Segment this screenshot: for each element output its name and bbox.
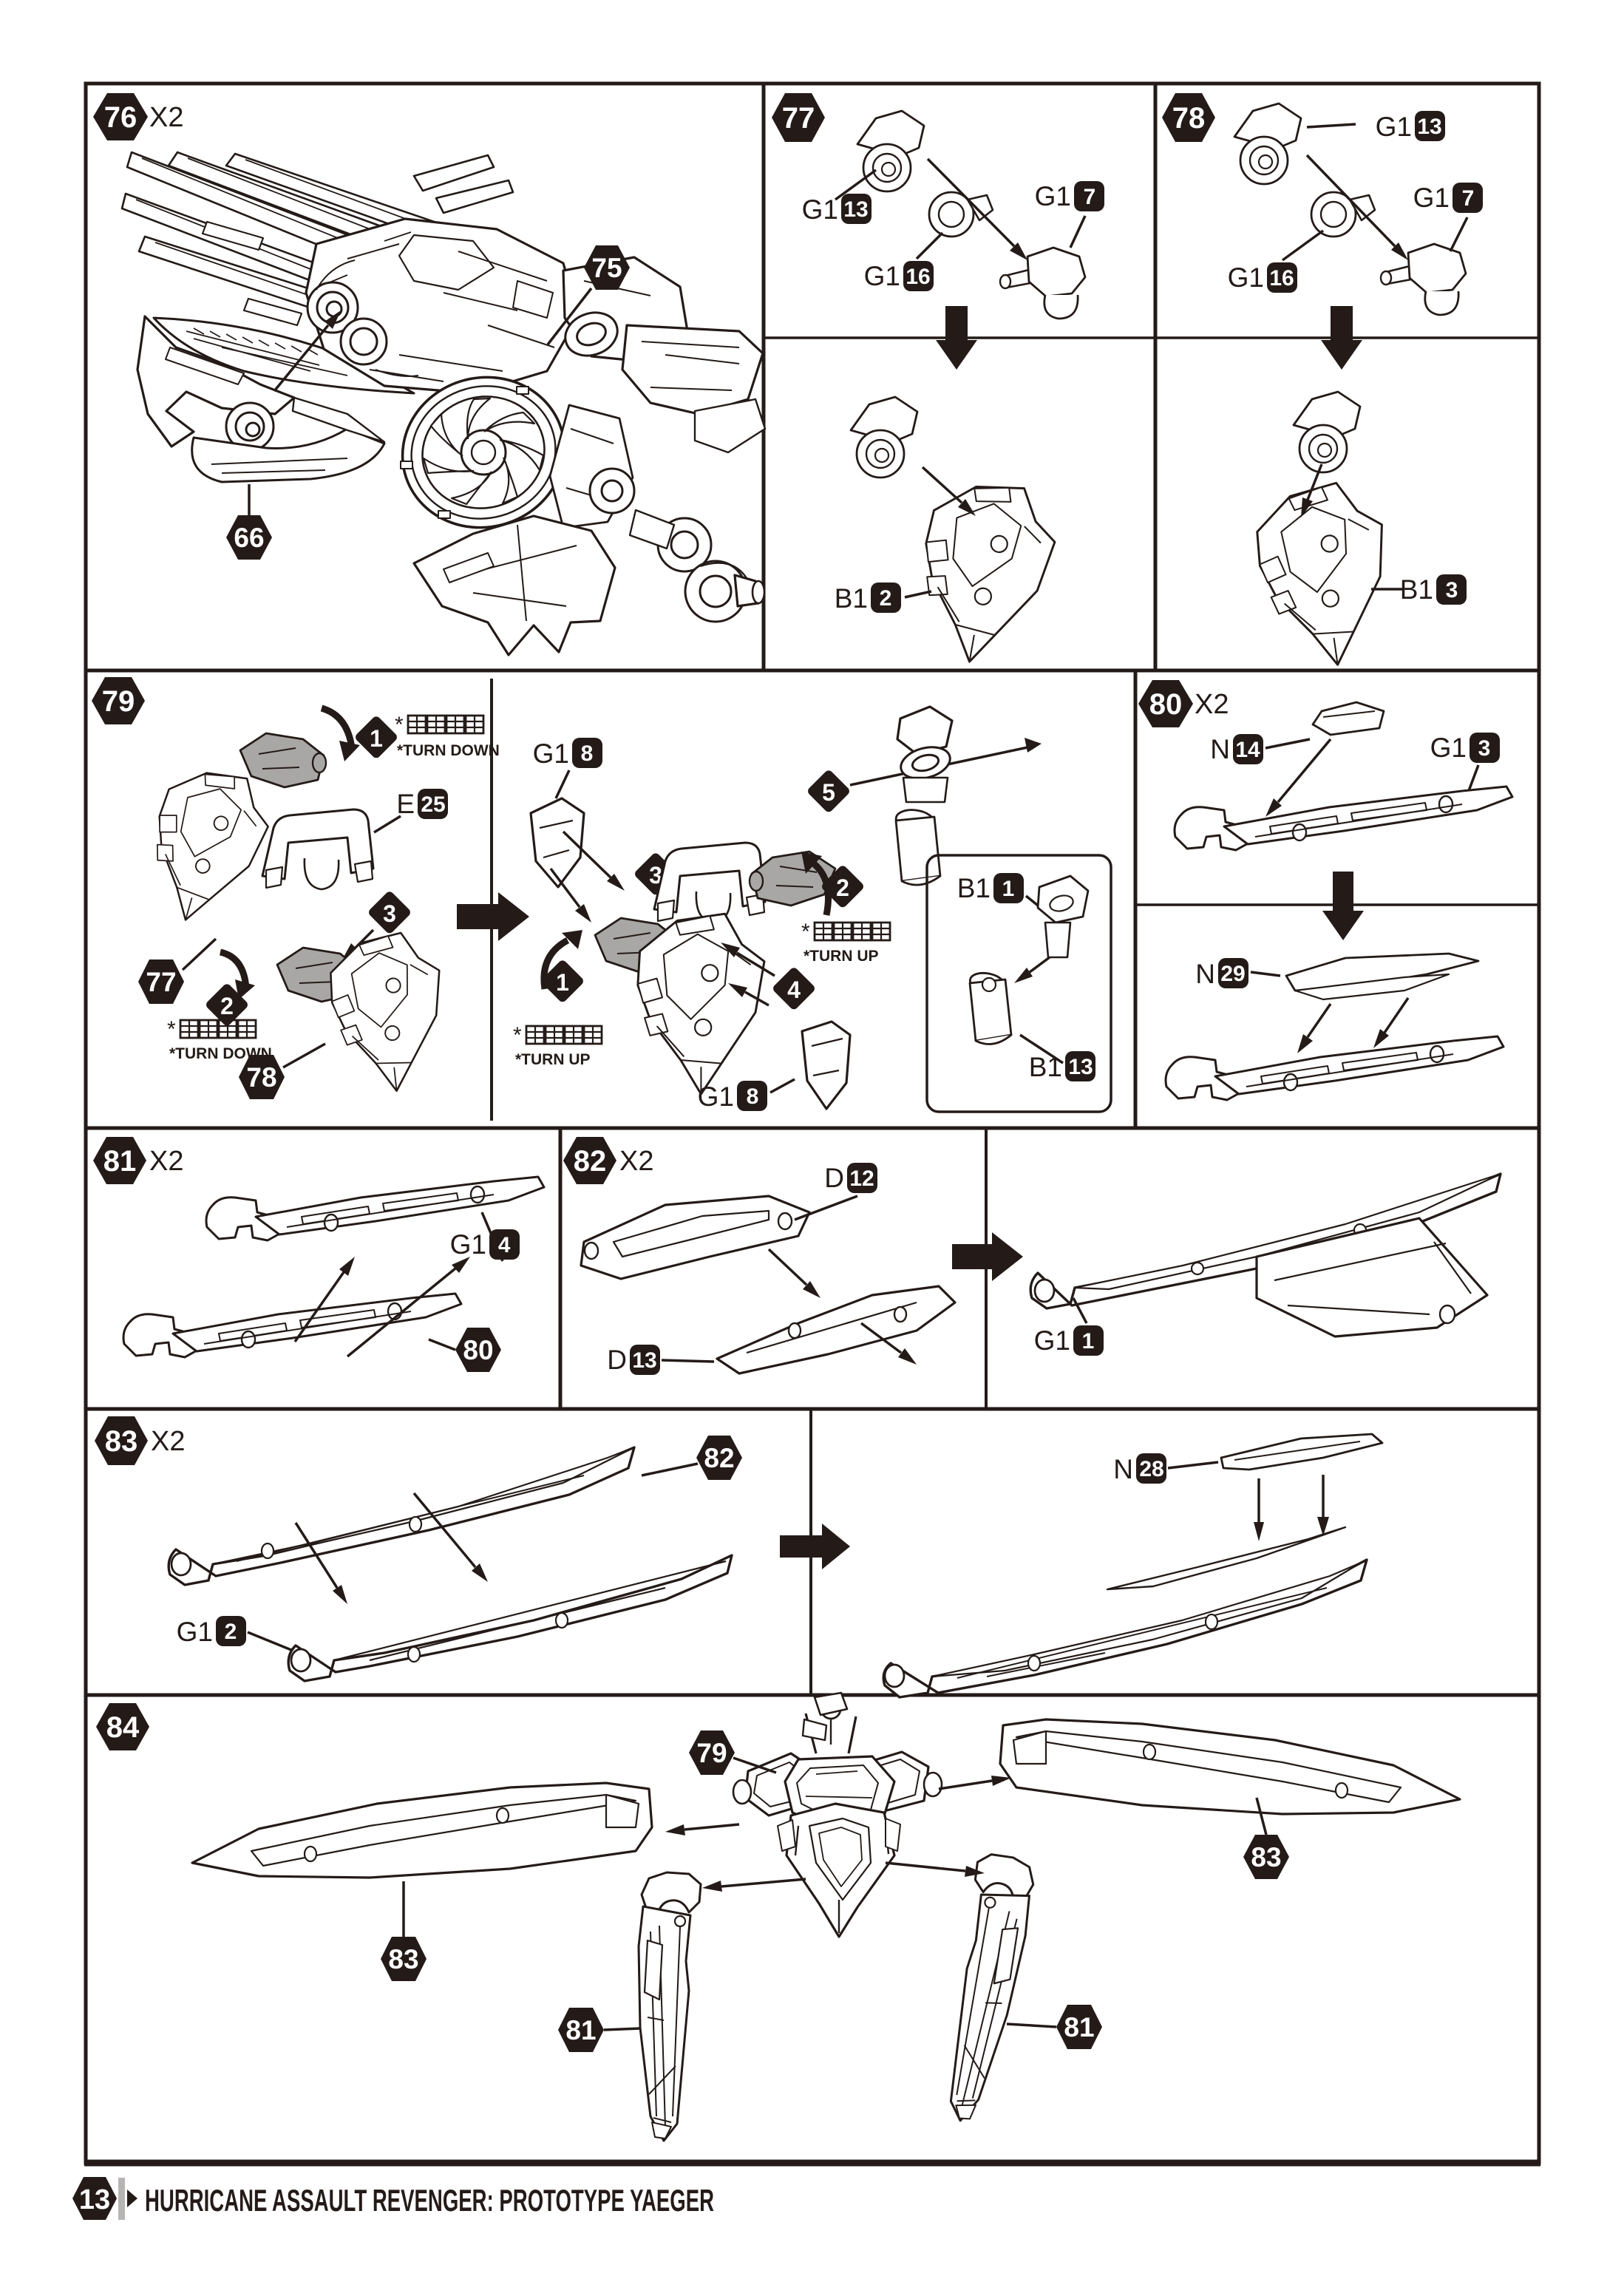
svg-text:G1: G1 [1376,112,1412,142]
svg-text:*: * [513,1023,522,1047]
svg-text:76: 76 [104,101,137,134]
svg-text:G1: G1 [1430,733,1467,763]
svg-text:83: 83 [388,1944,418,1974]
svg-text:78: 78 [1172,102,1206,135]
svg-text:X2: X2 [149,102,183,133]
svg-text:13: 13 [1417,115,1441,139]
svg-text:77: 77 [146,967,176,997]
svg-text:14: 14 [1235,738,1260,762]
svg-text:N: N [1195,959,1215,989]
svg-text:8: 8 [747,1084,759,1109]
svg-text:84: 84 [106,1711,140,1744]
svg-text:B1: B1 [1029,1052,1062,1082]
svg-text:3: 3 [383,900,396,927]
svg-text:X2: X2 [149,1146,183,1177]
svg-text:G1: G1 [864,261,900,291]
svg-text:X2: X2 [151,1426,185,1457]
svg-text:83: 83 [1251,1842,1281,1872]
svg-text:D: D [824,1163,844,1193]
svg-text:3: 3 [1478,736,1491,761]
svg-text:G1: G1 [533,738,569,769]
svg-text:G1: G1 [698,1081,734,1112]
svg-text:N: N [1113,1454,1133,1484]
svg-text:80: 80 [463,1335,493,1365]
svg-text:13: 13 [79,2184,110,2215]
svg-text:3: 3 [649,862,662,889]
svg-text:*TURN UP: *TURN UP [515,1051,591,1068]
svg-text:*TURN UP: *TURN UP [803,948,879,965]
svg-text:D: D [607,1345,627,1375]
svg-text:8: 8 [581,741,594,766]
svg-text:2: 2 [220,993,234,1019]
svg-text:13: 13 [1068,1055,1093,1079]
svg-text:12: 12 [849,1166,874,1191]
svg-text:25: 25 [421,792,445,817]
svg-text:80: 80 [1149,688,1183,721]
svg-text:N: N [1210,734,1230,764]
svg-text:1: 1 [556,969,569,996]
svg-text:G1: G1 [1035,181,1071,211]
svg-text:X2: X2 [619,1146,653,1177]
svg-text:7: 7 [1462,186,1475,211]
svg-text:81: 81 [103,1145,137,1178]
svg-text:1: 1 [1082,1329,1095,1354]
svg-text:G1: G1 [1413,183,1450,213]
svg-text:1: 1 [1002,877,1015,901]
svg-text:2: 2 [225,1620,237,1644]
svg-text:81: 81 [565,2015,596,2045]
svg-text:3: 3 [1446,578,1458,602]
svg-text:4: 4 [498,1233,511,1257]
svg-text:G1: G1 [450,1229,486,1260]
svg-text:78: 78 [246,1062,276,1093]
svg-text:B1: B1 [1400,574,1433,605]
svg-text:G1: G1 [1228,262,1264,293]
svg-text:79: 79 [696,1738,727,1768]
svg-text:13: 13 [843,197,868,222]
svg-text:*TURN DOWN: *TURN DOWN [397,742,500,759]
svg-text:*: * [395,713,404,737]
svg-text:16: 16 [906,265,930,289]
svg-text:G1: G1 [802,194,838,225]
svg-text:7: 7 [1084,185,1096,209]
svg-text:4: 4 [787,977,801,1003]
svg-text:G1: G1 [177,1617,213,1647]
svg-text:HURRICANE ASSAULT REVENGER: PR: HURRICANE ASSAULT REVENGER: PROTOTYPE YA… [145,2183,714,2218]
svg-text:5: 5 [822,779,835,806]
svg-text:*: * [801,920,810,944]
svg-text:66: 66 [234,523,264,553]
svg-text:B1: B1 [957,873,991,903]
svg-text:83: 83 [105,1425,138,1458]
svg-text:75: 75 [591,253,622,283]
svg-text:1: 1 [370,725,383,752]
svg-text:G1: G1 [1034,1325,1070,1356]
svg-text:2: 2 [836,874,849,901]
svg-text:81: 81 [1064,2012,1094,2042]
svg-text:B1: B1 [835,583,868,614]
svg-text:16: 16 [1269,266,1294,291]
svg-text:2: 2 [880,586,892,611]
svg-text:77: 77 [782,102,815,135]
svg-text:28: 28 [1139,1457,1163,1481]
svg-text:79: 79 [102,685,135,718]
svg-text:82: 82 [574,1145,607,1178]
svg-text:82: 82 [704,1443,734,1473]
svg-text:13: 13 [632,1348,656,1373]
svg-text:*TURN DOWN: *TURN DOWN [169,1045,272,1062]
svg-text:X2: X2 [1195,689,1229,720]
svg-text:*: * [167,1017,176,1042]
svg-text:E: E [396,789,415,819]
svg-text:29: 29 [1220,962,1245,986]
